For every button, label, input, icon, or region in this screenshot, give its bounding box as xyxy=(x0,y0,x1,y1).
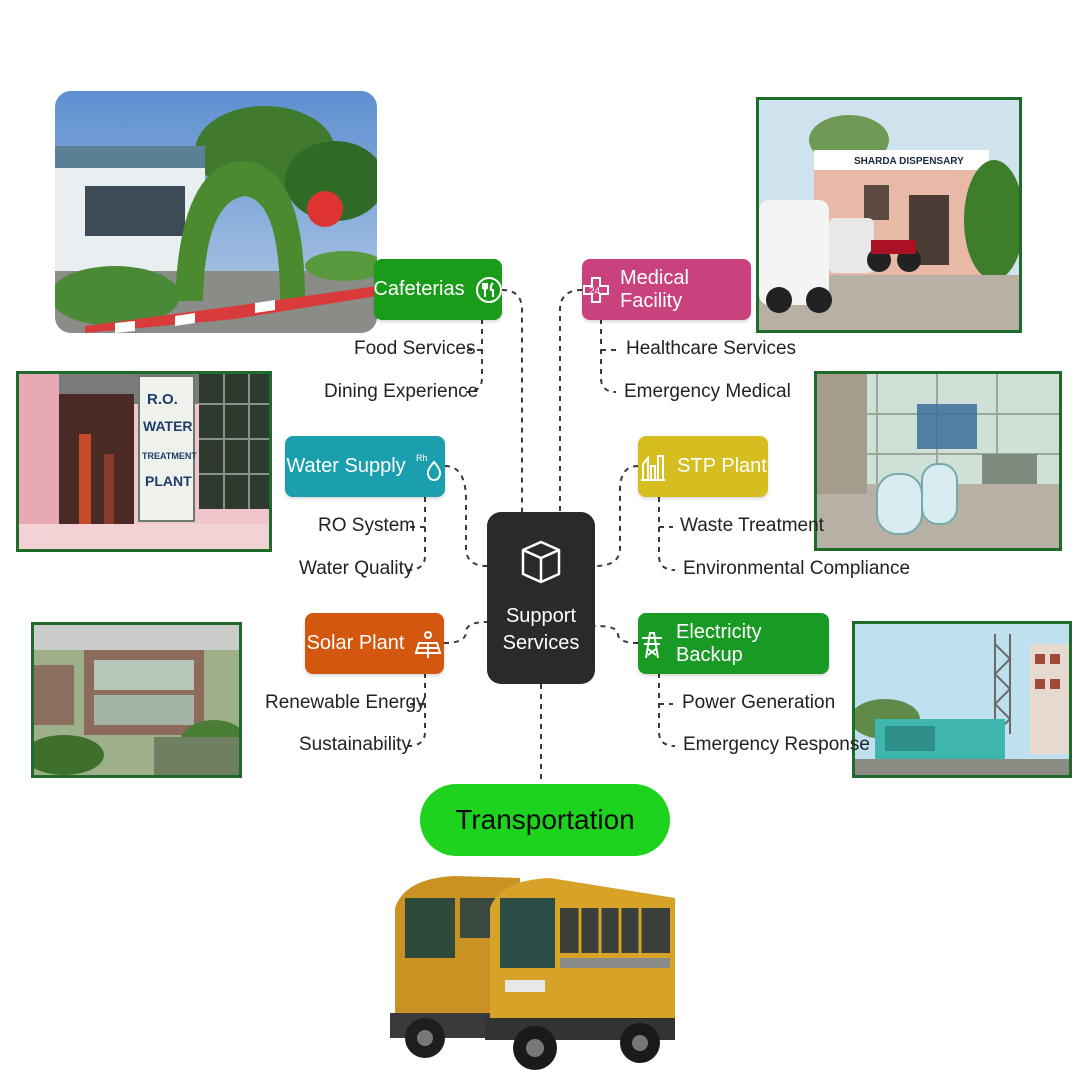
medical-facility-node: 24 Medical Facility xyxy=(582,259,751,320)
first-aid-24-icon: 24 xyxy=(582,276,610,304)
electricity-backup-label: Electricity Backup xyxy=(676,620,762,666)
ro-sign-line1: R.O. xyxy=(147,391,178,408)
transportation-node: Transportation xyxy=(420,784,670,856)
svg-text:24: 24 xyxy=(589,286,601,297)
electricity-item-1: Power Generation xyxy=(682,692,836,713)
medical-facility-label: Medical Facility xyxy=(620,266,689,312)
solar-plant-node: Solar Plant xyxy=(305,613,444,674)
ro-sign-line4: PLANT xyxy=(145,473,192,489)
generator-photo xyxy=(852,621,1072,778)
center-label-line1: Support xyxy=(505,605,577,627)
stp-plant-photo xyxy=(814,371,1062,551)
stp-item-2: Environmental Compliance xyxy=(683,558,911,579)
stp-plant-node: STP Plant xyxy=(638,436,768,497)
center-label-line2: Services xyxy=(502,632,580,654)
dispensary-photo: SHARDA DISPENSARY xyxy=(756,97,1022,333)
solar-item-1: Renewable Energy xyxy=(265,692,426,713)
power-tower-icon xyxy=(638,630,666,658)
stp-item-1: Waste Treatment xyxy=(680,515,824,536)
transportation-label: Transportation xyxy=(455,804,635,835)
cafeterias-item-2: Dining Experience xyxy=(324,381,479,402)
water-item-2: Water Quality xyxy=(299,558,414,579)
medical-item-1: Healthcare Services xyxy=(626,338,797,359)
cafeterias-node: Cafeterias xyxy=(373,259,503,320)
dispensary-sign: SHARDA DISPENSARY xyxy=(854,156,964,167)
support-services-node: Support Services xyxy=(487,512,595,684)
water-supply-node: Water Supply Rh xyxy=(285,436,445,497)
cafeteria-photo xyxy=(55,91,377,333)
water-supply-label: Water Supply xyxy=(286,455,406,477)
water-item-1: RO System xyxy=(318,515,416,536)
solar-panel-icon xyxy=(414,630,442,658)
stp-plant-label: STP Plant xyxy=(677,455,767,477)
water-drop-icon: Rh xyxy=(416,453,444,481)
fork-knife-icon xyxy=(475,276,503,304)
medical-item-2: Emergency Medical xyxy=(624,381,791,402)
box-icon xyxy=(519,539,563,593)
solar-plant-label: Solar Plant xyxy=(306,632,405,654)
bus-photo xyxy=(385,868,680,1073)
electricity-backup-node: Electricity Backup xyxy=(638,613,829,674)
ro-sign-line3: TREATMENT xyxy=(142,451,197,461)
treatment-plant-icon xyxy=(639,453,667,481)
electricity-item-2: Emergency Response xyxy=(683,734,870,755)
solar-item-2: Sustainability xyxy=(299,734,411,755)
svg-text:Rh: Rh xyxy=(416,453,428,463)
ro-sign-line2: WATER xyxy=(143,418,193,434)
cafeterias-label: Cafeterias xyxy=(373,278,465,300)
cafeterias-item-1: Food Services xyxy=(354,338,476,359)
solar-campus-photo xyxy=(31,622,242,778)
ro-plant-photo: R.O. WATER TREATMENT PLANT xyxy=(16,371,272,552)
